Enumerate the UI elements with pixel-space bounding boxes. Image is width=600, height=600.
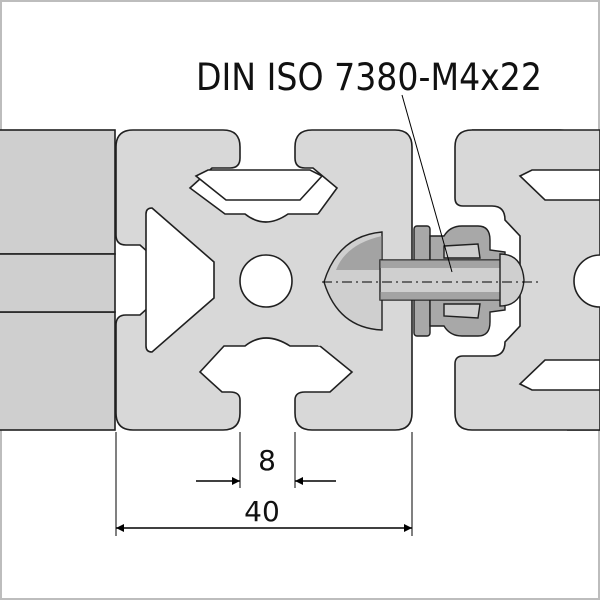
right-profile-main [454, 129, 600, 431]
leader-line [401, 94, 453, 273]
main-profile [115, 129, 413, 431]
dimension-slot-width-value: 8 [258, 444, 276, 477]
left-block-bottom [0, 311, 116, 431]
connector-assembly [322, 225, 540, 337]
left-profile-blocks [0, 129, 116, 431]
screw-shank-dark-bottom [380, 292, 505, 300]
right-profile [454, 129, 600, 431]
screw-end-cap [499, 253, 525, 307]
right-cavity-bottom [518, 359, 600, 391]
dimension-profile-width-value: 40 [244, 495, 280, 528]
left-block-middle [0, 253, 116, 313]
cavity-left [145, 207, 215, 353]
dimension-slot-width: 8 [196, 432, 336, 488]
cavity-top [194, 169, 324, 201]
dimension-profile-width: 40 [115, 432, 413, 536]
right-cavity-top [518, 169, 600, 201]
screw-callout-label: DIN ISO 7380-M4x22 [196, 56, 542, 99]
screw-head-shade [336, 236, 382, 270]
callout-leader [401, 94, 453, 273]
right-bore [573, 254, 600, 308]
screw-shank-dark [380, 260, 505, 268]
left-block-top [0, 129, 116, 255]
anchor-inner [443, 243, 481, 319]
center-bore [239, 254, 293, 308]
